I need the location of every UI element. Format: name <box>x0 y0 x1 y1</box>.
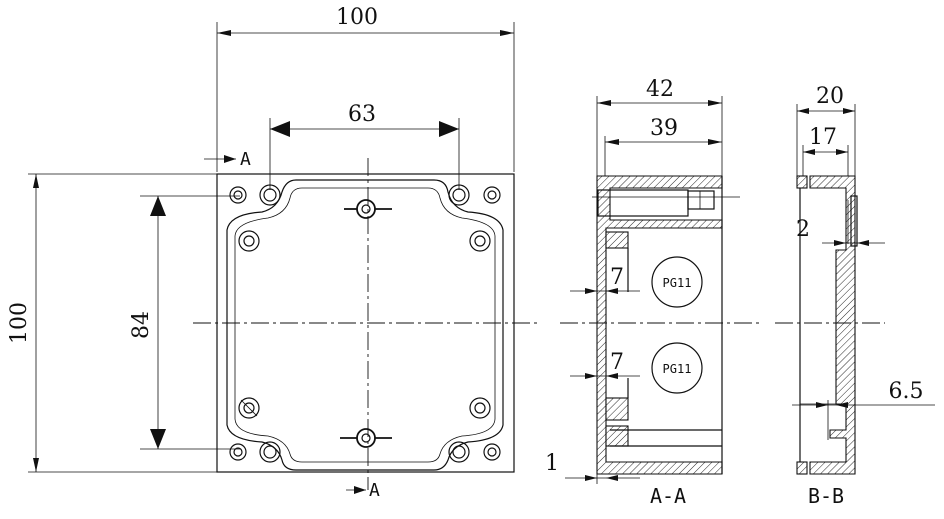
mounting-holes <box>229 184 501 463</box>
dim-section-aa-inner-label: 39 <box>650 116 678 141</box>
section-aa-title: A-A <box>650 484 686 508</box>
gland-upper-label: PG11 <box>663 276 692 290</box>
dim-section-aa-step-lower-label: 7 <box>610 350 624 375</box>
section-marker-bottom-label: A <box>369 480 380 501</box>
dim-section-aa-wall-label: 1 <box>545 451 559 476</box>
gland-upper: PG11 <box>651 256 703 308</box>
section-bb-view: 20 17 2 <box>775 84 935 508</box>
dim-section-aa-inner: 39 <box>604 116 722 178</box>
dim-hole-spacing-vertical-label: 84 <box>129 311 154 339</box>
section-marker-top: A <box>204 149 251 170</box>
dim-hole-spacing-horizontal-label: 63 <box>348 102 376 127</box>
dim-section-bb-lip: 2 <box>796 217 885 246</box>
dim-section-aa-wall: 1 <box>545 451 640 484</box>
section-marker-top-label: A <box>240 149 251 170</box>
dim-hole-spacing-horizontal: 63 <box>269 102 460 190</box>
dim-left-height: 100 <box>7 173 217 473</box>
gland-lower: PG11 <box>651 342 703 394</box>
dim-section-bb-lip-label: 2 <box>796 217 810 242</box>
dim-top-width-label: 100 <box>336 5 378 30</box>
dim-section-bb-inner-label: 17 <box>809 125 837 150</box>
lid-screws <box>340 199 392 448</box>
dim-section-bb-inner: 17 <box>802 125 849 178</box>
dim-section-bb-outer: 20 <box>796 84 856 178</box>
dim-section-aa-step-lower: 7 <box>570 350 640 379</box>
dim-top-width: 100 <box>217 5 514 36</box>
lid-outline <box>226 179 504 471</box>
dim-section-aa-outer-label: 42 <box>646 77 674 102</box>
dim-section-bb-offset: 6.5 <box>792 379 935 440</box>
gasket-outline <box>234 187 496 463</box>
dim-hole-spacing-vertical: 84 <box>129 195 240 450</box>
dim-section-aa-outer: 42 <box>596 77 723 178</box>
dim-section-bb-outer-label: 20 <box>816 84 844 109</box>
front-view: 100 63 100 84 <box>7 5 540 501</box>
dim-section-bb-offset-label: 6.5 <box>889 379 924 404</box>
dim-section-aa-step-upper-label: 7 <box>610 265 624 290</box>
section-aa-view: 42 39 7 <box>545 77 760 508</box>
gland-lower-label: PG11 <box>663 362 692 376</box>
section-bb-title: B-B <box>808 484 844 508</box>
section-bb-walls <box>809 175 856 475</box>
dim-section-aa-step-upper: 7 <box>570 265 640 294</box>
dim-left-height-label: 100 <box>7 302 32 344</box>
section-marker-bottom: A <box>346 480 380 501</box>
